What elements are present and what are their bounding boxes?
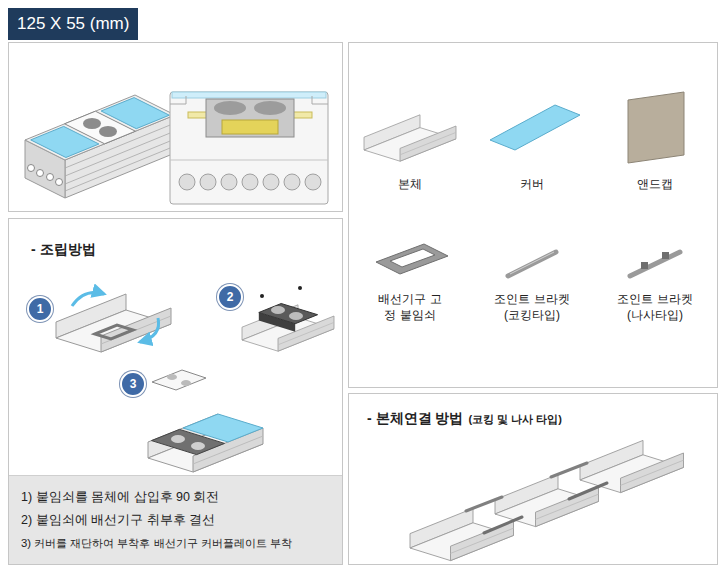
assembly-step-1 — [95, 325, 133, 339]
assembly-step-1 — [140, 318, 159, 342]
fixing-bracket-icon — [376, 244, 448, 274]
duct-isometric — [47, 174, 54, 181]
part-label: 조인트 브라켓 (코킹타입) — [490, 291, 574, 323]
joint-bracket-screw-icon — [662, 252, 669, 259]
note-text: 2) 붙임쇠에 배선기구 취부후 결선 — [21, 509, 332, 532]
endcap-part-icon — [628, 92, 684, 163]
part-label: 배선기구 고정 붙임쇠 — [375, 291, 445, 323]
heading-text: (코킹 및 나사 타입) — [468, 412, 562, 427]
part-label: 본체 — [370, 176, 450, 192]
assembly-step-2 — [298, 286, 302, 290]
joint-bracket-screw-icon — [641, 262, 648, 269]
cover-part-icon — [490, 105, 580, 150]
duct-isometric — [65, 111, 136, 144]
duct-cross-section — [242, 174, 258, 190]
assembly-step-3 — [181, 380, 191, 386]
joint-bracket-caulking-icon — [508, 252, 556, 276]
part-label: 커버 — [492, 176, 572, 192]
title-band: 125 X 55 (mm) — [8, 8, 138, 40]
assembly-step-3 — [191, 442, 205, 450]
duct-cross-section — [221, 174, 237, 190]
callout-number: 1 — [27, 296, 53, 322]
assembly-step-1 — [72, 293, 104, 307]
product-panel — [9, 43, 343, 212]
duct-isometric — [25, 95, 175, 160]
assembly-step-2 — [260, 294, 264, 298]
callout-text: 1 — [29, 298, 51, 320]
connection-illustration — [410, 440, 684, 560]
connection-illustration — [580, 440, 684, 492]
body-part-icon — [364, 115, 456, 161]
duct-cross-section — [305, 174, 321, 190]
callout-text: 3 — [122, 373, 144, 395]
callout-number: 3 — [120, 371, 146, 397]
part-label: 앤드캡 — [615, 176, 695, 192]
body-part-icon — [364, 115, 456, 161]
assembly-step-3 — [152, 429, 225, 454]
connection-illustration — [495, 474, 599, 526]
fixing-bracket-icon — [390, 249, 435, 267]
duct-isometric — [83, 118, 101, 129]
cover-part-icon — [490, 105, 580, 150]
part-label: 조인트 브라켓 (나사타입) — [613, 291, 697, 323]
duct-cross-section — [200, 174, 216, 190]
connection-illustration — [466, 497, 502, 511]
joint-bracket-screw-icon — [630, 252, 680, 276]
duct-cross-section — [254, 101, 286, 115]
section-panel: - 본체연결 방법 (코킹 및 나사 타입) — [348, 393, 718, 565]
duct-cross-section — [222, 120, 278, 134]
assembly-step-3 — [167, 374, 177, 380]
duct-isometric — [25, 95, 175, 198]
joint-bracket-caulking-icon — [508, 252, 556, 276]
duct-cross-section — [170, 160, 328, 161]
joint-bracket-screw-icon — [630, 252, 680, 276]
assembly-step-3 — [148, 370, 263, 472]
parts-panel — [349, 43, 718, 388]
connection-illustration — [410, 508, 514, 560]
callout-text: 2 — [219, 286, 241, 308]
heading-text: - 본체연결 방법 — [367, 410, 463, 428]
fixing-bracket-icon — [376, 244, 448, 274]
connection-illustration — [484, 517, 522, 533]
duct-cross-section — [170, 92, 328, 204]
connection-illustration — [569, 483, 607, 499]
duct-cross-section — [170, 92, 328, 204]
duct-cross-section — [206, 99, 294, 137]
assembly-step-2 — [242, 286, 334, 351]
assembly-step-2 — [289, 312, 303, 320]
endcap-part-icon — [628, 92, 684, 163]
connection-illustration — [495, 474, 599, 526]
assembly-step-2 — [259, 304, 318, 324]
assembly-step-3 — [148, 414, 263, 472]
section-panel: - 조립방법 1 2 3 1) 붙임쇠를 몸체에 삽입후 90 회전2) 붙임쇠에 배선… — [8, 218, 343, 565]
duct-cross-section — [179, 174, 195, 190]
duct-isometric — [56, 179, 63, 186]
duct-isometric — [37, 170, 44, 177]
assembly-step-2 — [271, 306, 285, 314]
notes-box: 1) 붙임쇠를 몸체에 삽입후 90 회전2) 붙임쇠에 배선기구 취부후 결선… — [9, 475, 342, 564]
connection-illustration — [551, 463, 587, 477]
duct-isometric — [28, 165, 35, 172]
connection-illustration — [580, 440, 684, 492]
duct-cross-section — [263, 174, 279, 190]
assembly-step-3 — [148, 414, 263, 472]
assembly-step-1 — [56, 293, 171, 353]
duct-isometric — [99, 126, 117, 137]
connection-illustration — [410, 508, 514, 560]
note-text: 1) 붙임쇠를 몸체에 삽입후 90 회전 — [21, 486, 332, 509]
duct-cross-section — [172, 92, 326, 98]
assembly-step-3 — [171, 435, 185, 443]
heading-text: - 조립방법 — [31, 241, 342, 259]
duct-cross-section — [284, 174, 300, 190]
note-text: 3) 커버를 재단하여 부착후 배선기구 커버플레이트 부착 — [21, 532, 332, 555]
duct-cross-section — [214, 101, 246, 115]
callout-number: 2 — [217, 284, 243, 310]
assembly-step-3 — [152, 370, 206, 390]
joint-bracket-caulking-icon — [510, 252, 554, 274]
